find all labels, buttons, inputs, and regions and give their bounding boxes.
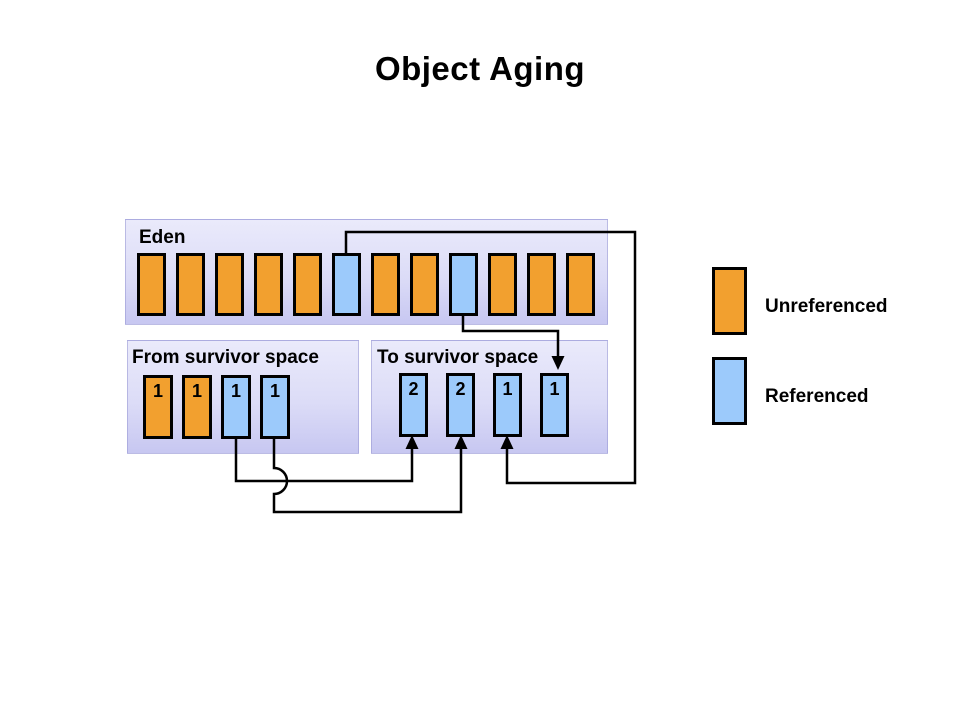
legend-swatch-referenced [712,357,747,425]
legend-swatch-unreferenced [712,267,747,335]
from-survivor-cell: 1 [143,375,173,439]
eden-cell [410,253,439,316]
eden-cell [254,253,283,316]
from-survivor-cell: 1 [221,375,251,439]
eden-cell [293,253,322,316]
to-survivor-cell: 2 [446,373,475,437]
eden-cell [371,253,400,316]
eden-cell [566,253,595,316]
eden-cells [137,253,595,316]
to-survivor-label: To survivor space [377,347,539,368]
eden-panel: Eden [125,219,608,325]
eden-cell [527,253,556,316]
eden-label: Eden [139,227,186,248]
eden-cell [137,253,166,316]
legend-label-referenced: Referenced [765,386,869,407]
slide-title: Object Aging [374,50,586,87]
eden-cell [332,253,361,316]
eden-cell [176,253,205,316]
eden-cell [488,253,517,316]
legend-label-unreferenced: Unreferenced [765,296,888,317]
to-survivor-cell: 2 [399,373,428,437]
from-survivor-cell: 1 [182,375,212,439]
to-survivor-cell: 1 [540,373,569,437]
to-survivor-cell: 1 [493,373,522,437]
eden-cell [215,253,244,316]
eden-cell [449,253,478,316]
from-survivor-label: From survivor space [132,347,319,368]
from-survivor-cell: 1 [260,375,290,439]
